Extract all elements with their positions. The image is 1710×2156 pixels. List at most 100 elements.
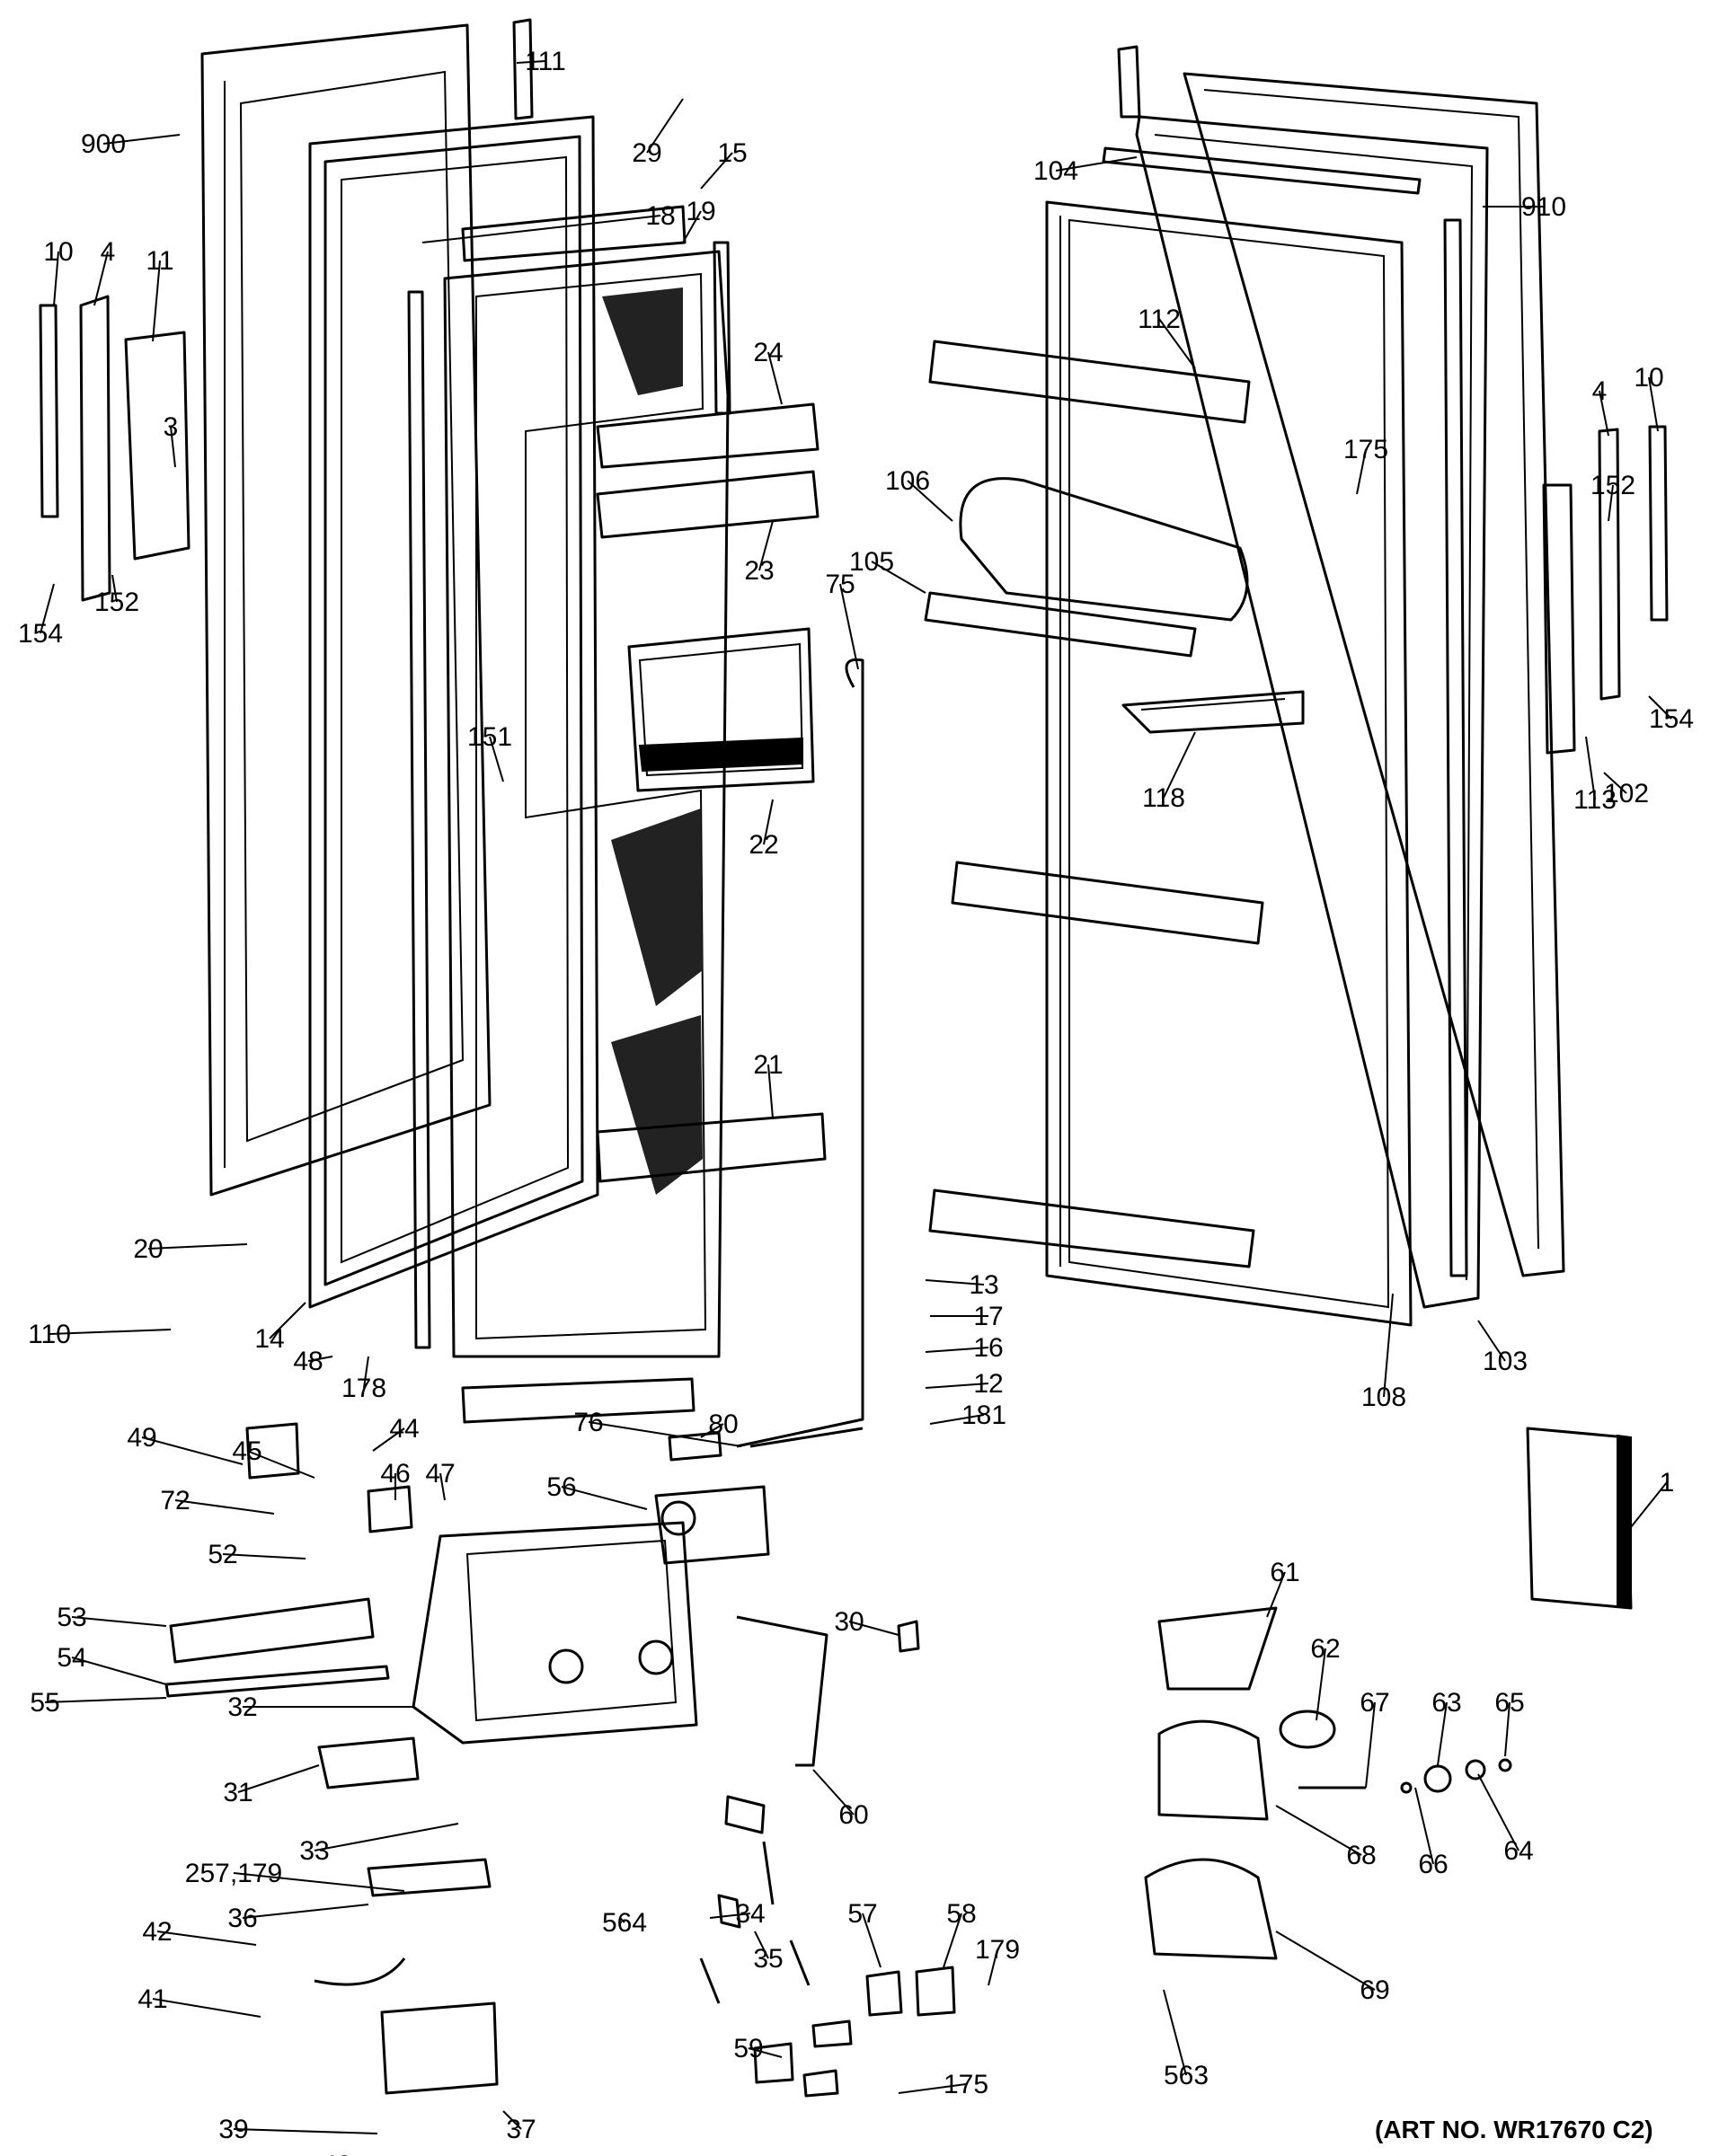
freezer-door-outer-panel bbox=[200, 23, 492, 1197]
leader-line bbox=[943, 1913, 962, 1968]
fresh-food-door-liner bbox=[1045, 200, 1413, 1327]
leader-line bbox=[619, 1917, 625, 1923]
leader-line bbox=[925, 1279, 985, 1286]
callout-36: 36 bbox=[227, 1904, 257, 1933]
callout-64: 64 bbox=[1503, 1836, 1533, 1866]
callout-35: 35 bbox=[753, 1944, 783, 1974]
leader-line bbox=[988, 1948, 998, 1986]
leader-line bbox=[682, 210, 702, 243]
leader-line bbox=[1599, 390, 1609, 437]
callout-60: 60 bbox=[838, 1800, 868, 1830]
leader-line bbox=[767, 1064, 774, 1119]
leader-line bbox=[1603, 772, 1627, 794]
callout-48: 48 bbox=[293, 1347, 323, 1376]
door-shelves-left bbox=[461, 205, 827, 1424]
leader-line bbox=[147, 1243, 248, 1250]
leader-line bbox=[1316, 1648, 1326, 1721]
leader-line bbox=[102, 134, 181, 145]
dairy-compartment bbox=[959, 477, 1249, 622]
leader-line bbox=[848, 1621, 899, 1636]
leader-line bbox=[646, 98, 684, 154]
leader-line bbox=[1437, 1701, 1448, 1766]
leader-line bbox=[1055, 156, 1138, 172]
leader-line bbox=[925, 1347, 989, 1353]
leader-line bbox=[1275, 1805, 1362, 1856]
leader-line bbox=[40, 583, 55, 634]
callout-33: 33 bbox=[299, 1836, 329, 1866]
leader-line bbox=[1608, 484, 1614, 522]
fittings-and-springs bbox=[668, 1431, 828, 2004]
freezer-door-gasket bbox=[308, 115, 599, 1309]
leader-lines bbox=[40, 60, 1672, 2134]
callout-66: 66 bbox=[1418, 1850, 1448, 1879]
leader-line bbox=[246, 1450, 315, 1479]
owners-manual bbox=[1526, 1427, 1633, 1610]
callout-900: 900 bbox=[81, 129, 126, 159]
leader-line bbox=[1383, 1293, 1394, 1398]
art-number: (ART NO. WR17670 C2) bbox=[1375, 2116, 1653, 2143]
leader-line bbox=[862, 1913, 882, 1968]
leader-line bbox=[588, 1421, 742, 1447]
leader-line bbox=[700, 1423, 724, 1438]
leader-line bbox=[49, 1329, 172, 1335]
fresh-food-door-gasket bbox=[1135, 115, 1489, 1309]
fresh-food-door-outer-panel bbox=[1183, 72, 1565, 1277]
leader-line bbox=[763, 799, 774, 845]
leader-line bbox=[1585, 736, 1596, 800]
callout-22: 22 bbox=[749, 830, 778, 860]
leader-line bbox=[141, 1436, 244, 1465]
leader-line bbox=[907, 480, 953, 522]
leader-line bbox=[44, 1697, 167, 1703]
callout-31: 31 bbox=[223, 1778, 253, 1807]
callout-113: 113 bbox=[1573, 785, 1617, 815]
leader-line bbox=[233, 1872, 405, 1892]
leader-line bbox=[222, 1553, 306, 1560]
leader-line bbox=[929, 1414, 985, 1425]
callout-20: 20 bbox=[133, 1234, 163, 1264]
leader-line bbox=[174, 1499, 275, 1515]
door-shelves-right bbox=[924, 45, 1422, 1268]
leader-line bbox=[898, 2083, 967, 2094]
callout-13: 13 bbox=[969, 1270, 998, 1300]
leader-line bbox=[233, 2128, 378, 2134]
leader-line bbox=[1477, 1320, 1506, 1362]
callout-154: 154 bbox=[1649, 704, 1694, 734]
leader-line bbox=[748, 2047, 783, 2058]
leader-line bbox=[111, 574, 118, 603]
leader-line bbox=[269, 1302, 306, 1339]
dispenser-housing bbox=[412, 1521, 698, 1745]
leader-line bbox=[1163, 1989, 1187, 2076]
leader-line bbox=[152, 1998, 261, 2018]
leader-line bbox=[307, 1356, 333, 1362]
callout-563: 563 bbox=[1164, 2061, 1209, 2090]
leader-line bbox=[1163, 731, 1196, 799]
leader-line bbox=[489, 736, 504, 782]
callout-103: 103 bbox=[1483, 1347, 1528, 1376]
callout-43: 43 bbox=[322, 2151, 351, 2156]
callout-104: 104 bbox=[1033, 156, 1078, 186]
callout-23: 23 bbox=[744, 556, 774, 586]
leader-line bbox=[53, 251, 59, 306]
ice-dispenser-window bbox=[627, 627, 815, 792]
leader-line bbox=[1648, 376, 1659, 432]
callout-102: 102 bbox=[1604, 779, 1649, 808]
callout-564: 564 bbox=[602, 1908, 647, 1938]
leader-line bbox=[1504, 1701, 1511, 1757]
leader-line bbox=[152, 260, 161, 342]
freezer-door-liner bbox=[443, 250, 730, 1358]
trim-strips-left bbox=[39, 18, 731, 1349]
leader-line bbox=[439, 1472, 446, 1501]
leader-line bbox=[93, 251, 109, 306]
leader-line bbox=[561, 1486, 648, 1510]
leader-line bbox=[812, 1769, 855, 1816]
leader-line bbox=[700, 152, 733, 190]
leader-line bbox=[314, 1823, 459, 1851]
callout-118: 118 bbox=[1142, 783, 1185, 813]
callout-154: 154 bbox=[18, 619, 63, 649]
hinge-right bbox=[1443, 218, 1669, 1277]
leader-line bbox=[709, 1913, 751, 1919]
callout-68: 68 bbox=[1346, 1841, 1376, 1870]
leader-line bbox=[758, 520, 774, 571]
